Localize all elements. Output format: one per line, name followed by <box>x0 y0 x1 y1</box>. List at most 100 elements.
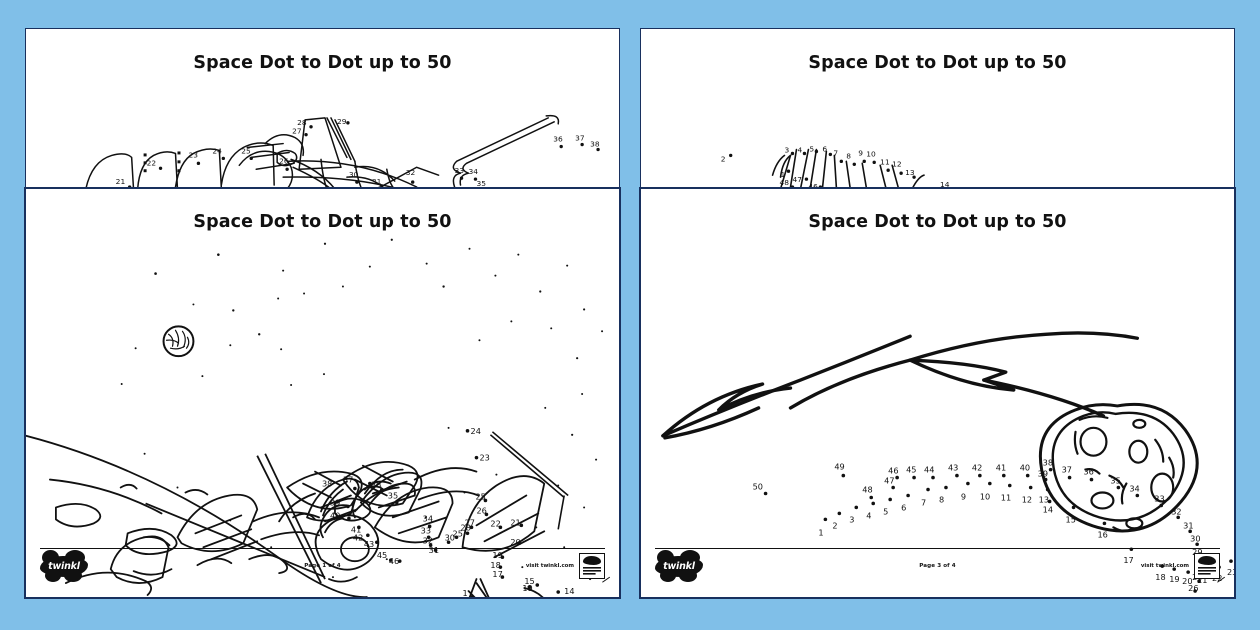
worksheet-page-1-preview[interactable]: Space Dot to Dot up to 50 <box>25 28 620 190</box>
svg-text:22: 22 <box>490 518 500 528</box>
visit-url-text: visit twinkl.com <box>525 563 574 569</box>
svg-text:14: 14 <box>940 180 950 189</box>
svg-text:45: 45 <box>906 465 916 475</box>
svg-text:33: 33 <box>455 166 465 175</box>
svg-text:31: 31 <box>372 177 382 186</box>
svg-text:28: 28 <box>297 118 307 127</box>
svg-text:34: 34 <box>1129 484 1139 494</box>
svg-text:47: 47 <box>884 476 894 486</box>
artwork-rocket-spaceship: 19 20 21 22 23 24 25 26 27 28 29 30 31 3… <box>26 29 619 189</box>
svg-text:34: 34 <box>469 167 479 176</box>
visit-url-text: visit twinkl.com <box>1140 563 1189 569</box>
svg-text:10: 10 <box>866 149 876 158</box>
svg-text:24: 24 <box>212 146 222 155</box>
twinkl-logo-icon: twinkl <box>655 549 703 582</box>
svg-text:35: 35 <box>388 490 398 500</box>
page-footer: twinkl Page 3 of 4 visit twinkl.com <box>655 548 1226 583</box>
svg-text:31: 31 <box>429 545 439 555</box>
svg-text:41: 41 <box>996 463 1006 473</box>
page-number-label: Page 3 of 4 <box>919 563 956 569</box>
twinkl-stamp-icon <box>1194 553 1226 583</box>
worksheet-page-1[interactable]: Space Dot to Dot up to 50 <box>25 188 620 598</box>
svg-text:10: 10 <box>980 491 990 501</box>
svg-text:36: 36 <box>553 135 563 144</box>
svg-text:46: 46 <box>808 182 818 189</box>
svg-text:48: 48 <box>862 485 872 495</box>
svg-text:38: 38 <box>1043 458 1053 468</box>
twinkl-logo-icon: twinkl <box>40 549 88 582</box>
svg-text:23: 23 <box>1227 567 1234 577</box>
twinkl-logo-text: twinkl <box>48 560 80 572</box>
svg-text:21: 21 <box>510 517 520 527</box>
svg-text:2: 2 <box>721 154 726 163</box>
svg-text:6: 6 <box>901 502 906 512</box>
svg-text:46: 46 <box>888 466 898 476</box>
svg-text:47: 47 <box>792 175 802 184</box>
svg-text:32: 32 <box>423 535 433 545</box>
svg-text:28: 28 <box>461 522 471 532</box>
svg-text:21: 21 <box>116 177 126 186</box>
svg-text:1: 1 <box>781 170 786 179</box>
svg-text:32: 32 <box>1171 506 1181 516</box>
svg-text:6: 6 <box>822 145 827 154</box>
svg-text:36: 36 <box>371 480 381 490</box>
svg-text:43: 43 <box>364 539 374 549</box>
svg-text:24: 24 <box>471 426 481 436</box>
page-title: Space Dot to Dot up to 50 <box>193 212 452 232</box>
svg-text:8: 8 <box>846 151 851 160</box>
svg-text:3: 3 <box>849 514 854 524</box>
svg-text:43: 43 <box>948 463 958 473</box>
svg-text:19: 19 <box>522 583 532 593</box>
svg-text:19: 19 <box>492 550 502 560</box>
svg-text:7: 7 <box>833 148 838 157</box>
svg-text:2: 2 <box>832 520 837 530</box>
svg-text:30: 30 <box>1190 533 1200 543</box>
svg-text:18: 18 <box>1155 572 1165 582</box>
svg-text:8: 8 <box>939 494 944 504</box>
svg-text:19: 19 <box>1169 574 1179 584</box>
svg-text:31: 31 <box>1183 520 1193 530</box>
svg-text:41: 41 <box>351 524 361 534</box>
svg-text:18: 18 <box>490 560 500 570</box>
svg-text:16: 16 <box>1097 529 1107 539</box>
svg-text:12: 12 <box>1022 494 1032 504</box>
svg-text:1: 1 <box>463 588 468 597</box>
svg-text:3: 3 <box>785 145 790 154</box>
svg-text:40: 40 <box>1020 463 1030 473</box>
svg-text:38: 38 <box>322 479 332 489</box>
svg-text:49: 49 <box>834 462 844 472</box>
page-title: Space Dot to Dot up to 50 <box>808 53 1067 73</box>
svg-text:33: 33 <box>421 525 431 535</box>
artwork-firework-rocket-launch: 2 1 48 3 4 5 6 7 8 9 10 11 12 13 <box>641 29 1234 189</box>
svg-text:26: 26 <box>476 505 486 515</box>
svg-text:14: 14 <box>564 586 574 596</box>
worksheet-page-3-preview[interactable]: Space Dot to Dot up to 50 <box>640 28 1235 190</box>
svg-text:20: 20 <box>104 186 114 189</box>
svg-text:11: 11 <box>1001 492 1011 502</box>
svg-text:25: 25 <box>241 146 251 155</box>
svg-text:25: 25 <box>453 528 463 538</box>
svg-text:15: 15 <box>1066 514 1076 524</box>
svg-text:50: 50 <box>753 482 763 492</box>
page-footer: twinkl Page 1 of 4 visit twinkl.com <box>40 548 611 583</box>
svg-text:35: 35 <box>1110 476 1120 486</box>
svg-text:25: 25 <box>475 491 485 501</box>
page-title: Space Dot to Dot up to 50 <box>193 53 452 73</box>
svg-text:27: 27 <box>465 517 475 527</box>
svg-text:37: 37 <box>343 475 353 485</box>
svg-text:33: 33 <box>1154 493 1164 503</box>
page-number-label: Page 1 of 4 <box>304 563 341 569</box>
svg-text:20: 20 <box>1182 576 1192 586</box>
svg-text:9: 9 <box>858 148 863 157</box>
svg-text:40: 40 <box>330 510 340 520</box>
worksheet-page-3[interactable]: Space Dot to Dot up to 50 <box>640 188 1235 598</box>
svg-text:45: 45 <box>377 550 387 560</box>
svg-text:17: 17 <box>1123 555 1133 565</box>
svg-text:42: 42 <box>972 463 982 473</box>
svg-text:35: 35 <box>476 179 486 188</box>
svg-text:11: 11 <box>880 157 890 166</box>
svg-text:5: 5 <box>809 145 814 154</box>
svg-text:37: 37 <box>1062 465 1072 475</box>
svg-text:29: 29 <box>337 117 347 126</box>
svg-text:26: 26 <box>279 156 289 165</box>
